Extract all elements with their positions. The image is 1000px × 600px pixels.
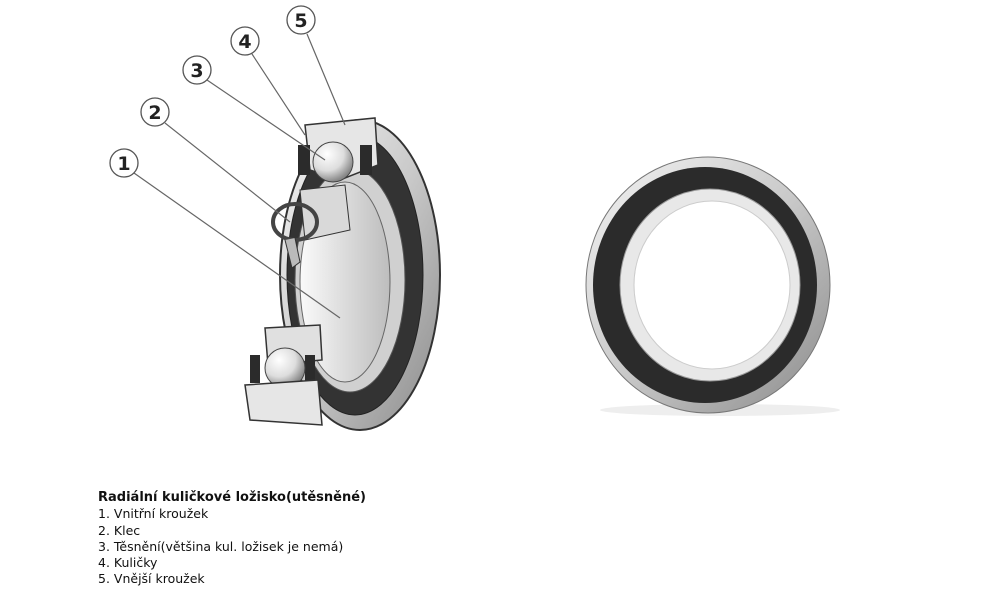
svg-text:5: 5 [294, 10, 307, 32]
callout-3: 3 [182, 55, 212, 85]
legend: Radiální kuličkové ložisko(utěsněné) 1. … [98, 490, 366, 588]
callout-1: 1 [109, 148, 139, 178]
legend-item: 4. Kuličky [98, 555, 158, 571]
callout-2: 2 [140, 97, 170, 127]
svg-text:3: 3 [190, 60, 203, 82]
callout-4: 4 [230, 26, 260, 56]
legend-title: Radiální kuličkové ložisko(utěsněné) [98, 490, 366, 505]
callout-5: 5 [286, 5, 316, 35]
legend-item: 3. Těsnění(většina kul. ložisek je nemá) [98, 538, 344, 554]
leader-lines [133, 33, 346, 319]
sealed-bearing [585, 156, 840, 416]
legend-item: 2. Klec [98, 522, 141, 538]
cutaway-bearing [244, 117, 441, 431]
legend-item: 5. Vnější kroužek [98, 571, 205, 587]
svg-text:1: 1 [117, 153, 130, 175]
svg-text:2: 2 [148, 102, 161, 124]
svg-text:4: 4 [238, 31, 251, 53]
legend-item: 1. Vnitřní kroužek [98, 506, 209, 522]
